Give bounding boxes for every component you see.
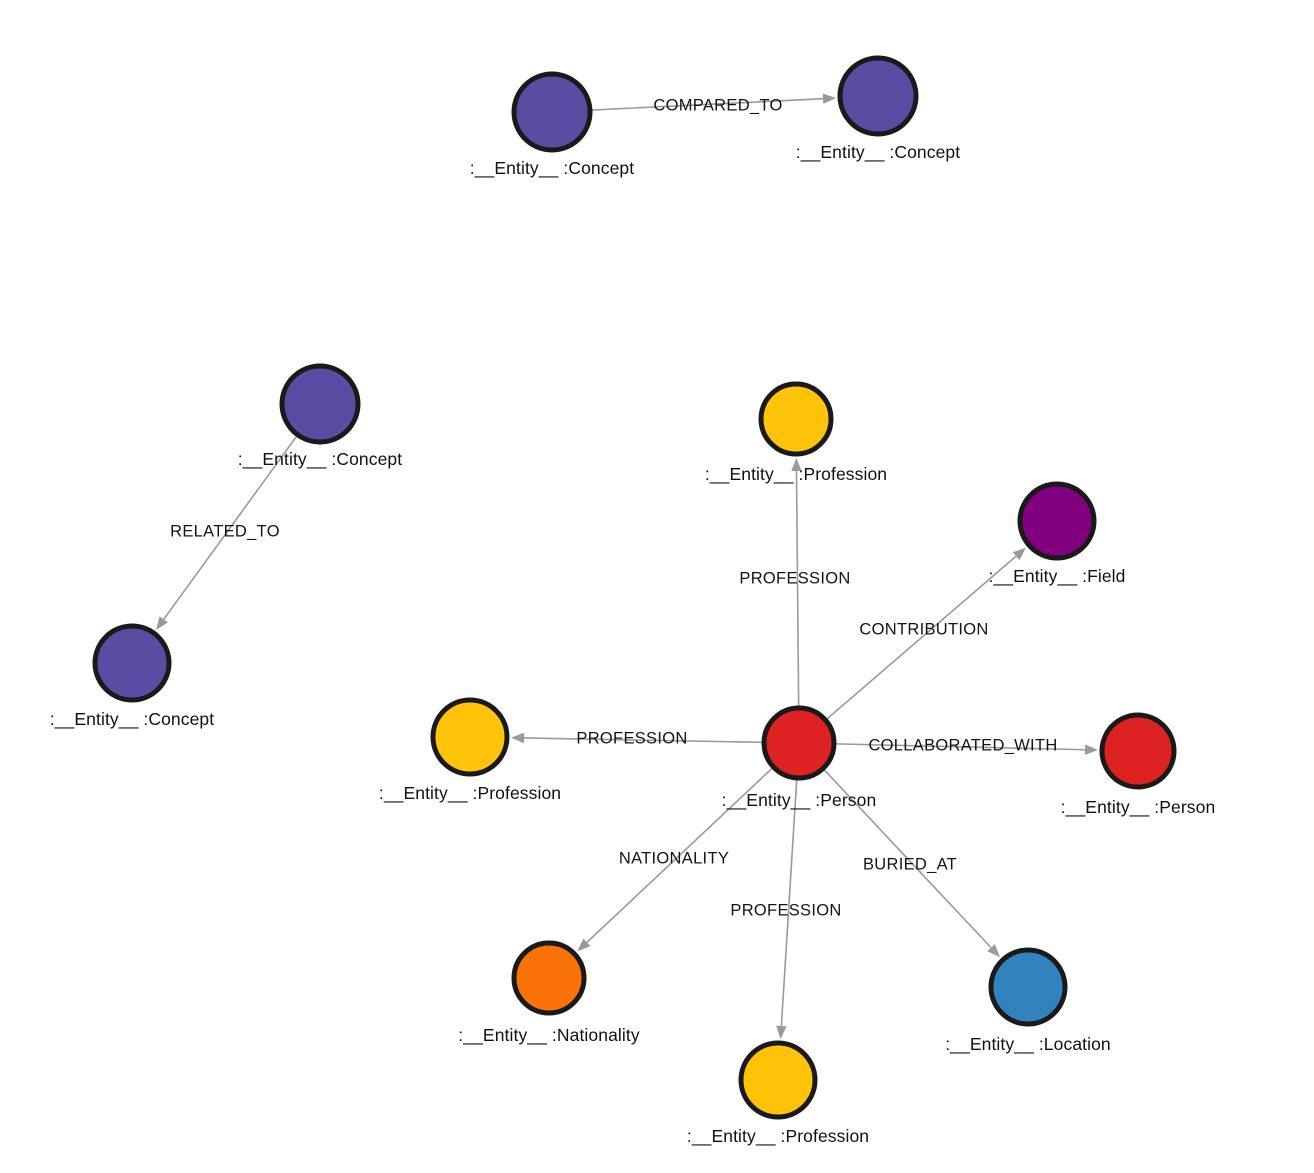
graph-node-concept[interactable]	[837, 55, 919, 137]
graph-node-person[interactable]	[1099, 712, 1177, 790]
graph-node-concept[interactable]	[279, 363, 361, 445]
edges-group	[156, 93, 1099, 1040]
graph-node-field[interactable]	[1017, 481, 1097, 561]
edge-arrow-icon	[510, 732, 525, 744]
edge-line[interactable]	[586, 767, 773, 943]
edge-label[interactable]: COMPARED_TO	[653, 96, 783, 115]
edge-line[interactable]	[835, 743, 1086, 751]
edge-line[interactable]	[823, 769, 992, 949]
edge-label[interactable]: PROFESSION	[739, 569, 851, 588]
graph-node-nationality[interactable]	[511, 940, 587, 1016]
edge-arrow-icon	[776, 1025, 787, 1040]
edge-line[interactable]	[523, 737, 763, 744]
node-label: :__Entity__ :Profession	[704, 464, 888, 484]
node-label: :__Entity__ :Profession	[686, 1126, 870, 1146]
edge-label[interactable]: RELATED_TO	[170, 522, 280, 541]
edge-line[interactable]	[795, 470, 800, 707]
edge-line[interactable]	[780, 779, 798, 1027]
graph-node-concept[interactable]	[92, 623, 172, 703]
edge-arrow-icon	[156, 616, 168, 630]
node-label: :__Entity__ :Concept	[49, 709, 215, 729]
graph-node-person[interactable]	[761, 705, 837, 781]
edge-arrow-icon	[822, 93, 837, 104]
edge-label[interactable]: PROFESSION	[576, 729, 688, 748]
node-label: :__Entity__ :Concept	[795, 142, 961, 162]
nodes-group	[92, 55, 1177, 1120]
graph-node-profession[interactable]	[738, 1040, 818, 1120]
graph-node-location[interactable]	[988, 947, 1068, 1027]
node-label: :__Entity__ :Concept	[469, 158, 635, 178]
edge-arrow-icon	[1012, 547, 1026, 561]
edge-label[interactable]: BURIED_AT	[862, 855, 958, 874]
node-label: :__Entity__ :Person	[1060, 797, 1216, 817]
graph-node-profession[interactable]	[430, 697, 510, 777]
edge-label[interactable]: NATIONALITY	[618, 849, 730, 868]
edge-arrow-icon	[577, 938, 591, 952]
graph-node-profession[interactable]	[758, 381, 834, 457]
edge-label[interactable]: COLLABORATED_WITH	[868, 736, 1058, 755]
node-label: :__Entity__ :Nationality	[458, 1025, 640, 1045]
graph-node-concept[interactable]	[511, 71, 593, 153]
edge-arrow-icon	[1084, 744, 1099, 755]
node-label: :__Entity__ :Field	[988, 566, 1126, 586]
edge-line[interactable]	[826, 555, 1017, 720]
node-label: :__Entity__ :Concept	[237, 449, 403, 469]
edge-label[interactable]: CONTRIBUTION	[859, 620, 989, 639]
edge-line[interactable]	[163, 435, 298, 620]
node-label: :__Entity__ :Person	[721, 790, 877, 810]
edge-line[interactable]	[591, 97, 824, 111]
edge-label[interactable]: PROFESSION	[730, 901, 842, 920]
node-label: :__Entity__ :Location	[945, 1034, 1111, 1054]
edge-arrow-icon	[987, 944, 1000, 958]
node-label: :__Entity__ :Profession	[378, 783, 562, 803]
edge-arrow-icon	[791, 457, 802, 472]
